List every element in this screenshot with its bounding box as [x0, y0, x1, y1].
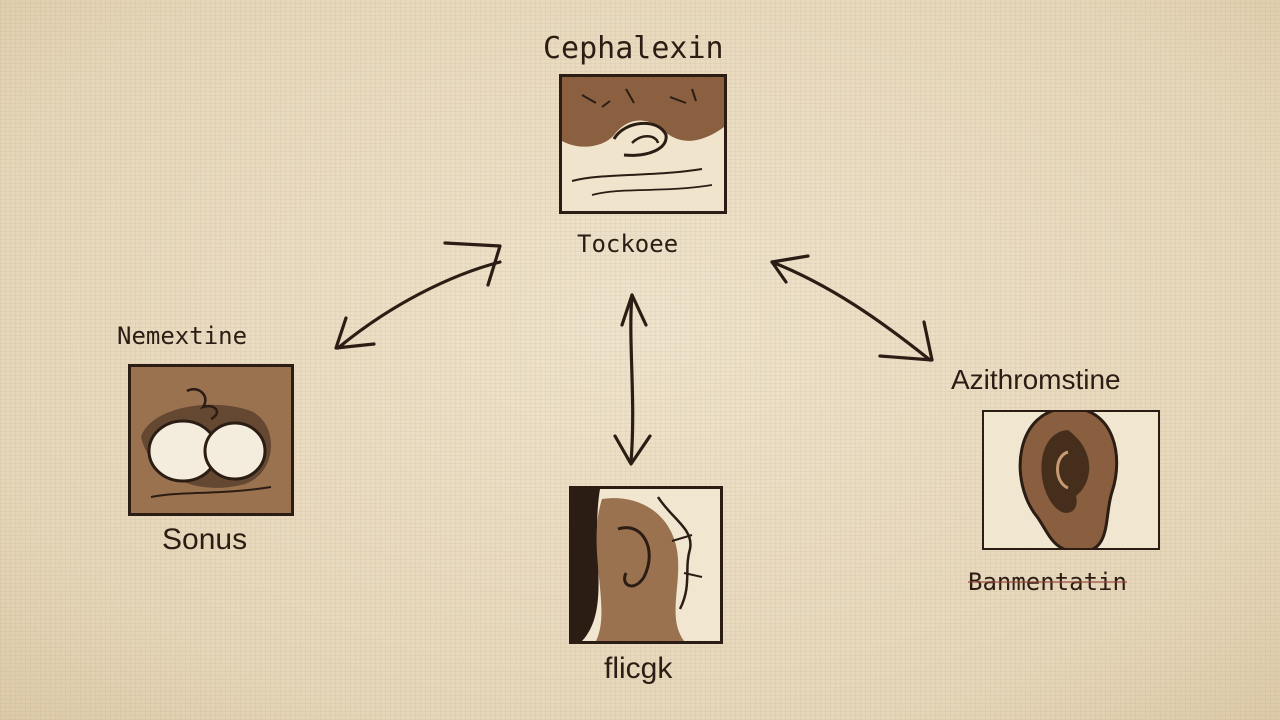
arrow-top-bottom	[613, 293, 652, 466]
skin-lesion-illustration	[562, 77, 724, 196]
node-title-cephalexin: Cephalexin	[543, 31, 724, 66]
tile-top-image	[559, 74, 727, 214]
ear-illustration	[1018, 412, 1119, 548]
tile-bottom-image	[569, 486, 723, 644]
tile-left-image	[128, 364, 294, 516]
inner-ear-illustration	[572, 489, 703, 641]
node-title-azithromstine: Azithromstine	[951, 364, 1121, 395]
node-caption-flicgk: flicgk	[604, 652, 673, 685]
arrow-top-left	[334, 241, 502, 350]
sinus-illustration	[141, 388, 272, 498]
node-caption-banmentatin: Banmentatin	[968, 568, 1127, 596]
node-caption-tockoee: Tockoee	[577, 230, 679, 258]
arrow-top-right	[770, 254, 934, 362]
tile-right-image	[982, 410, 1160, 550]
node-title-nemextine: Nemextine	[117, 322, 248, 350]
node-caption-sonus: Sonus	[162, 523, 248, 556]
